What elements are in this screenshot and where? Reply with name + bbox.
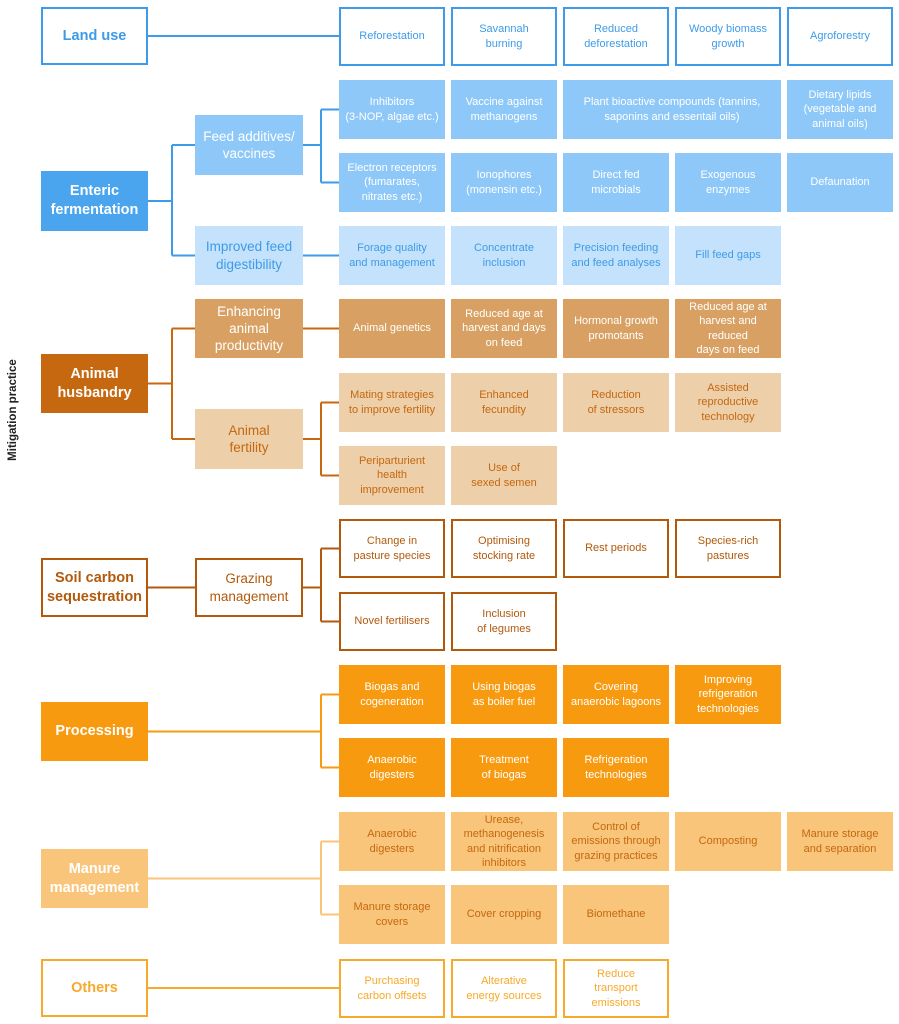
practice-box: Novel fertilisers	[339, 592, 445, 651]
practice-box: Direct fed microbials	[563, 153, 669, 212]
category-enteric: Enteric fermentation	[41, 171, 148, 231]
practice-box: Change in pasture species	[339, 519, 445, 578]
category-others: Others	[41, 959, 148, 1017]
practice-box: Alterative energy sources	[451, 959, 557, 1018]
practice-box: Using biogas as boiler fuel	[451, 665, 557, 724]
practice-box: Purchasing carbon offsets	[339, 959, 445, 1018]
category-land: Land use	[41, 7, 148, 65]
practice-box: Species-rich pastures	[675, 519, 781, 578]
practice-box: Hormonal growth promotants	[563, 299, 669, 358]
practice-box: Composting	[675, 812, 781, 871]
practice-box: Mating strategies to improve fertility	[339, 373, 445, 432]
practice-box: Treatment of biogas	[451, 738, 557, 797]
practice-box: Exogenous enzymes	[675, 153, 781, 212]
subgroup-animal-1: Animal fertility	[195, 409, 303, 469]
practice-box: Manure storage and separation	[787, 812, 893, 871]
practice-box: Reforestation	[339, 7, 445, 66]
practice-box: Rest periods	[563, 519, 669, 578]
subgroup-soil-0: Grazing management	[195, 558, 303, 617]
practice-box: Refrigeration technologies	[563, 738, 669, 797]
practice-box: Manure storage covers	[339, 885, 445, 944]
practice-box: Ionophores (monensin etc.)	[451, 153, 557, 212]
practice-box: Plant bioactive compounds (tannins, sapo…	[563, 80, 781, 139]
practice-box: Electron receptors (fumarates, nitrates …	[339, 153, 445, 212]
practice-box: Savannah burning	[451, 7, 557, 66]
practice-box: Anaerobic digesters	[339, 738, 445, 797]
practice-box: Control of emissions through grazing pra…	[563, 812, 669, 871]
practice-box: Enhanced fecundity	[451, 373, 557, 432]
practice-box: Dietary lipids (vegetable and animal oil…	[787, 80, 893, 139]
practice-box: Covering anaerobic lagoons	[563, 665, 669, 724]
practice-box: Anaerobic digesters	[339, 812, 445, 871]
practice-box: Defaunation	[787, 153, 893, 212]
practice-box: Reduce transport emissions	[563, 959, 669, 1018]
practice-box: Cover cropping	[451, 885, 557, 944]
practice-box: Improving refrigeration technologies	[675, 665, 781, 724]
subgroup-enteric-0: Feed additives/ vaccines	[195, 115, 303, 175]
practice-box: Fill feed gaps	[675, 226, 781, 285]
practice-box: Woody biomass growth	[675, 7, 781, 66]
category-soil: Soil carbon sequestration	[41, 558, 148, 617]
practice-box: Inclusion of legumes	[451, 592, 557, 651]
practice-box: Reduced deforestation	[563, 7, 669, 66]
practice-box: Reduced age at harvest and reduced days …	[675, 299, 781, 358]
subgroup-enteric-1: Improved feed digestibility	[195, 226, 303, 285]
practice-box: Precision feeding and feed analyses	[563, 226, 669, 285]
subgroup-animal-0: Enhancing animal productivity	[195, 299, 303, 358]
practice-box: Urease, methanogenesis and nitrification…	[451, 812, 557, 871]
practice-box: Periparturient health improvement	[339, 446, 445, 505]
practice-box: Forage quality and management	[339, 226, 445, 285]
practice-box: Assisted reproductive technology	[675, 373, 781, 432]
practice-box: Reduction of stressors	[563, 373, 669, 432]
category-animal: Animal husbandry	[41, 354, 148, 413]
practice-box: Animal genetics	[339, 299, 445, 358]
practice-box: Agroforestry	[787, 7, 893, 66]
practice-box: Use of sexed semen	[451, 446, 557, 505]
practice-box: Optimising stocking rate	[451, 519, 557, 578]
practice-box: Vaccine against methanogens	[451, 80, 557, 139]
axis-label: Mitigation practice	[7, 359, 19, 461]
practice-box: Biomethane	[563, 885, 669, 944]
practice-box: Biogas and cogeneration	[339, 665, 445, 724]
practice-box: Inhibitors (3-NOP, algae etc.)	[339, 80, 445, 139]
category-processing: Processing	[41, 702, 148, 761]
category-manure: Manure management	[41, 849, 148, 908]
practice-box: Concentrate inclusion	[451, 226, 557, 285]
practice-box: Reduced age at harvest and days on feed	[451, 299, 557, 358]
